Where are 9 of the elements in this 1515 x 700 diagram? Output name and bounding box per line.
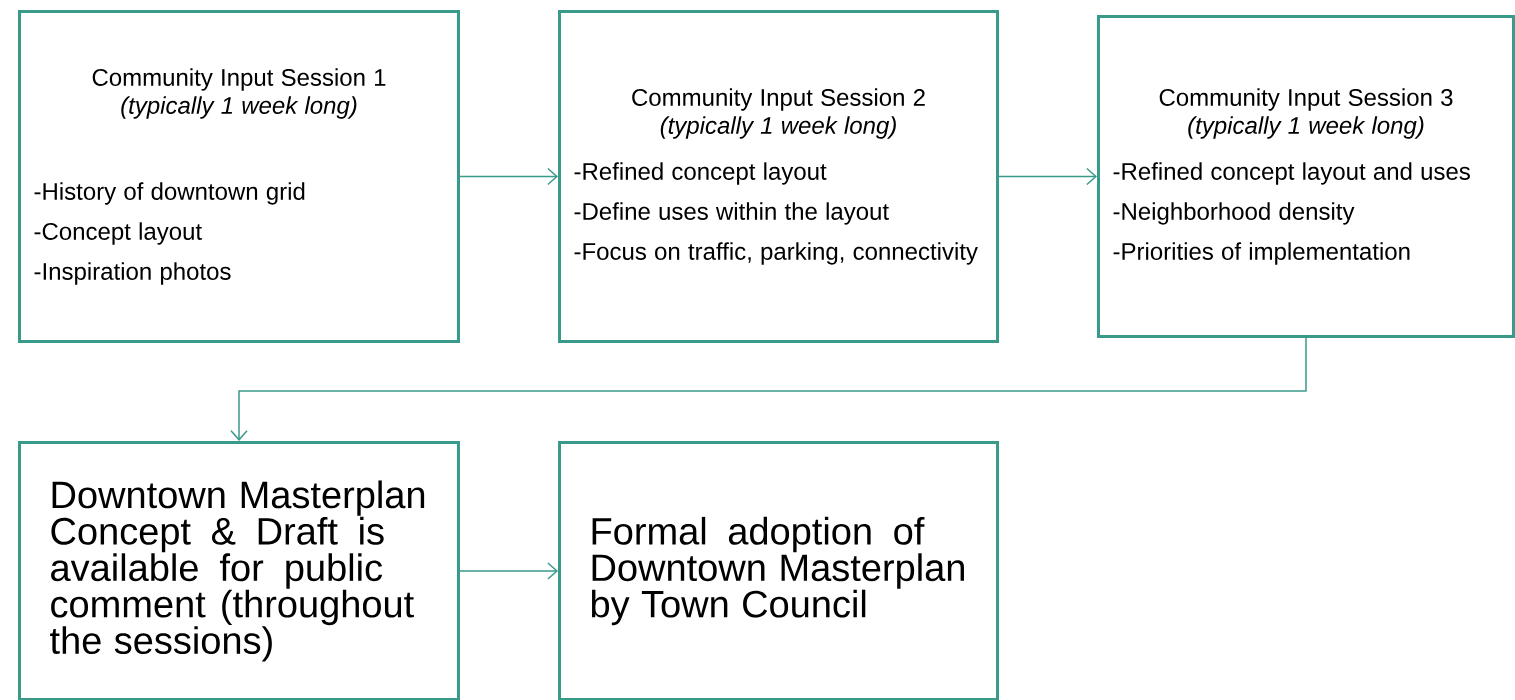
arrow (459, 562, 558, 580)
arrow (459, 167, 558, 186)
process-box: Community Input Session 1 (typically 1 week long) -History of downtown grid -Concept layout -Inspiration photos (18, 10, 460, 343)
process-box: Downtown Masterplan Concept & Draft is available for public comment (throughout the sessions) (18, 441, 460, 700)
process-box: Community Input Session 3 (typically 1 week long) -Refined concept layout and uses -Neighborhood density -Priorities of implementation (1097, 15, 1515, 338)
arrow (230, 337, 1307, 441)
process-box: Formal adoption of Downtown Masterplan by Town Council (558, 441, 999, 700)
arrow (998, 167, 1097, 186)
process-box: Community Input Session 2 (typically 1 week long) -Refined concept layout -Define uses within the layout -Focus on traffic, parking, connectivity (558, 10, 999, 343)
